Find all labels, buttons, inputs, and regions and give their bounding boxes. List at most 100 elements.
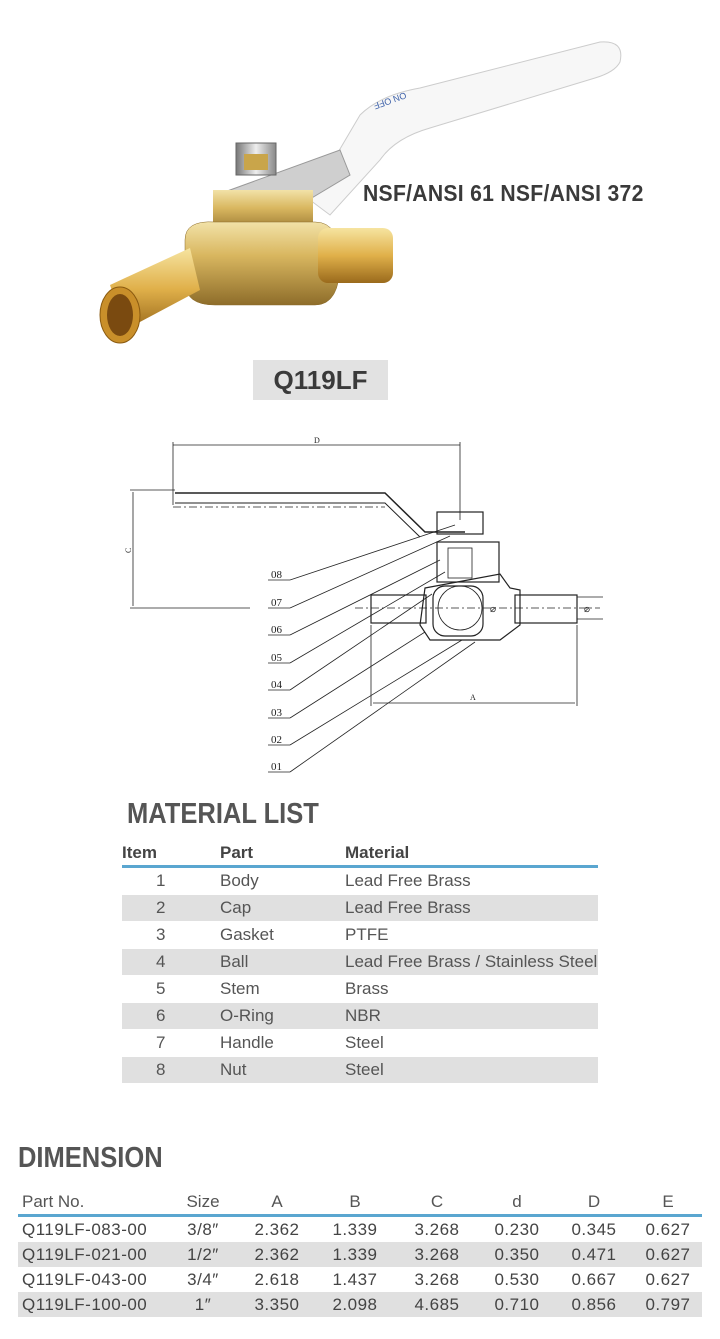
part-cell: O-Ring (220, 1002, 345, 1030)
dimension-header: A (238, 1190, 316, 1217)
item-cell: 2 (122, 894, 220, 922)
dimension-cell: 0.627 (634, 1242, 702, 1267)
part-cell: Handle (220, 1029, 345, 1057)
dimension-cell: 3.268 (394, 1242, 480, 1267)
material-cell: Lead Free Brass (345, 866, 598, 895)
dimension-cell: 0.471 (554, 1242, 634, 1267)
dimension-header: B (316, 1190, 394, 1217)
dimension-cell: 1″ (168, 1292, 238, 1317)
dimension-cell: 4.685 (394, 1292, 480, 1317)
dimension-header: d (480, 1190, 554, 1217)
callout-01: 01 (271, 761, 282, 773)
part-cell: Stem (220, 975, 345, 1003)
callout-08: 08 (271, 569, 283, 581)
dimension-cell: 0.856 (554, 1292, 634, 1317)
dimension-title: DIMENSION (18, 1142, 163, 1174)
header-material: Material (345, 840, 598, 868)
dimension-cell: 2.362 (238, 1242, 316, 1267)
item-cell: 3 (122, 921, 220, 949)
dimension-cell: 0.530 (494, 1269, 540, 1289)
model-label: Q119LF (253, 360, 388, 400)
dimension-cell: 0.710 (480, 1292, 554, 1317)
technical-drawing: D C ⌀ ⌀ A 08 07 06 05 04 03 02 01 (124, 436, 603, 773)
callout-02: 02 (271, 734, 282, 746)
callout-05: 05 (271, 652, 283, 664)
dim-label-c: C (124, 548, 133, 553)
handle (309, 41, 622, 216)
dimension-cell: 2.098 (316, 1292, 394, 1317)
material-cell: NBR (345, 1002, 598, 1030)
item-cell: 8 (122, 1056, 220, 1083)
dimension-cell: 0.350 (480, 1242, 554, 1267)
dim-label-d-outer: ⌀ (584, 604, 590, 615)
item-cell: 5 (122, 975, 220, 1003)
material-cell: Lead Free Brass (345, 894, 598, 922)
certification-text: NSF/ANSI 61 NSF/ANSI 372 (363, 180, 644, 206)
item-cell: 1 (122, 866, 220, 895)
part-number-cell: Q119LF-043-00 (22, 1269, 148, 1289)
part-number-cell: Q119LF-021-00 (18, 1242, 168, 1267)
dimension-cell: 0.345 (571, 1219, 617, 1239)
part-number-cell: Q119LF-083-00 (22, 1219, 148, 1239)
dimension-cell: 2.618 (254, 1269, 300, 1289)
dimension-cell: 3.268 (414, 1219, 460, 1239)
dimension-header: D (554, 1190, 634, 1217)
part-cell: Cap (220, 894, 345, 922)
material-cell: Steel (345, 1056, 598, 1083)
callout-03: 03 (271, 707, 283, 719)
part-cell: Body (220, 866, 345, 895)
dimension-cell: 3.268 (414, 1269, 460, 1289)
callout-04: 04 (271, 679, 283, 691)
callout-07: 07 (271, 597, 283, 609)
dimension-cell: 0.667 (571, 1269, 617, 1289)
dimension-cell: 3/8″ (187, 1219, 219, 1239)
material-cell: Steel (345, 1029, 598, 1057)
item-cell: 4 (122, 948, 220, 976)
part-cell: Nut (220, 1056, 345, 1083)
header-item: Item (122, 840, 220, 868)
dimension-cell: 1/2″ (168, 1242, 238, 1267)
part-cell: Gasket (220, 921, 345, 949)
callout-06: 06 (271, 624, 283, 636)
item-cell: 7 (122, 1029, 220, 1057)
dimension-header: E (634, 1190, 702, 1217)
dimension-cell: 0.797 (634, 1292, 702, 1317)
dimension-row: Q119LF-043-00 3/4″ 2.618 1.437 3.268 0.530 0.6… (18, 1267, 702, 1292)
dim-label-a: A (470, 693, 476, 702)
material-list-title: MATERIAL LIST (127, 798, 319, 830)
dimension-cell: 3.350 (238, 1292, 316, 1317)
material-cell: PTFE (345, 921, 598, 949)
dimension-cell: 1.437 (332, 1269, 378, 1289)
dimension-cell: 0.627 (645, 1219, 691, 1239)
dim-label-bore: ⌀ (490, 604, 496, 615)
material-cell: Lead Free Brass / Stainless Steel (345, 948, 598, 976)
dimension-cell: 1.339 (316, 1242, 394, 1267)
item-cell: 6 (122, 1002, 220, 1030)
part-cell: Ball (220, 948, 345, 976)
product-photo: ON OFF (99, 41, 622, 344)
material-cell: Brass (345, 975, 598, 1003)
dim-label-d: D (314, 436, 320, 445)
part-number-cell: Q119LF-100-00 (18, 1292, 168, 1317)
dimension-cell: 2.362 (254, 1219, 300, 1239)
dimension-cell: 1.339 (332, 1219, 378, 1239)
dimension-header: C (394, 1190, 480, 1217)
dimension-cell: 0.627 (645, 1269, 691, 1289)
dimension-cell: 0.230 (494, 1219, 540, 1239)
header-part: Part (220, 840, 345, 868)
dimension-cell: 3/4″ (187, 1269, 219, 1289)
dimension-header: Part No. (18, 1190, 168, 1217)
dimension-row: Q119LF-083-00 3/8″ 2.362 1.339 3.268 0.230 0.3… (18, 1216, 702, 1243)
